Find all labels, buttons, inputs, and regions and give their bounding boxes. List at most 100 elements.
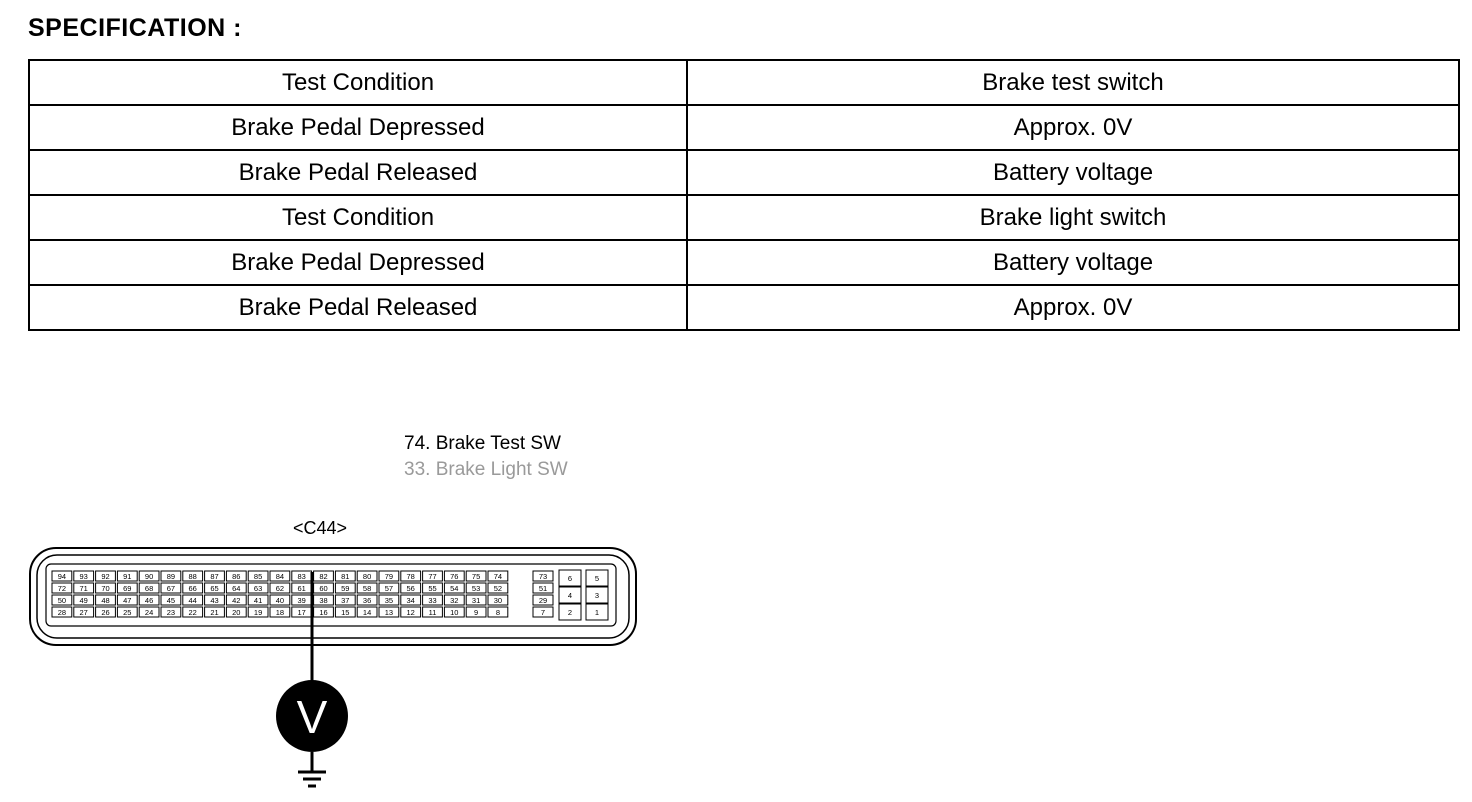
connector-pin [51,594,73,606]
pin-number: 89 [167,572,175,581]
connector-pin [585,603,609,621]
pin-number: 91 [123,572,131,581]
connector-pin [204,582,225,594]
connector-pin [400,570,422,582]
connector-pin [138,582,160,594]
connector-pin [182,582,204,594]
connector-pin [400,594,422,606]
connector-pin [443,594,465,606]
pin-number: 93 [80,572,88,581]
pin-number: 59 [341,584,349,593]
table-cell: Approx. 0V [686,284,1460,331]
connector-pin [73,582,95,594]
connector-pin [160,570,182,582]
connector-pin [465,606,487,618]
ground-icon [298,770,326,788]
pin-number: 4 [568,591,572,600]
connector-pin [313,570,334,582]
connector-pin [422,570,443,582]
pin-number: 41 [254,596,262,605]
connector-pin [356,582,378,594]
pin-number: 28 [58,608,66,617]
pin-number: 42 [232,596,240,605]
connector-pin [95,606,116,618]
connector-pin [487,594,509,606]
pin-number: 81 [341,572,349,581]
pin-number: 63 [254,584,262,593]
pin-number: 35 [385,596,393,605]
connector-pin [585,569,609,587]
connector-pin [356,606,378,618]
connector-pin [204,594,225,606]
pin-number: 79 [385,572,393,581]
connector-pin [116,570,138,582]
connector-pin [378,606,400,618]
connector-pin [51,582,73,594]
pin-number: 14 [363,608,371,617]
connector-pin [558,603,582,621]
table-cell: Brake test switch [686,59,1460,106]
pin-number: 84 [276,572,284,581]
connector-pin [116,594,138,606]
pin-number: 11 [429,608,437,617]
pin-number: 69 [123,584,131,593]
connector-label: <C44> [293,518,348,538]
specification-title: SPECIFICATION : [28,14,242,42]
pin-number: 58 [363,584,371,593]
pin-number: 6 [568,574,572,583]
connector-pin [313,606,334,618]
pin-number: 60 [319,584,327,593]
pin-number: 80 [363,572,371,581]
connector-pin [487,582,509,594]
connector-pin [356,594,378,606]
connector-pin [465,570,487,582]
connector-pin [465,594,487,606]
pin-number: 76 [450,572,458,581]
table-row: Test Condition Brake light switch [28,194,1460,241]
pin-number: 72 [58,584,66,593]
pin-number: 56 [407,584,415,593]
pin-number: 13 [385,608,393,617]
connector-pin [465,582,487,594]
pin-number: 9 [474,608,478,617]
connector-pin [269,606,291,618]
pin-number: 27 [80,608,88,617]
table-cell: Test Condition [28,194,688,241]
pin-number: 2 [568,608,572,617]
connector-pin [378,594,400,606]
connector-pin [225,594,247,606]
pin-number: 17 [298,608,306,617]
pin-number: 77 [428,572,436,581]
pin-number: 7 [541,608,545,617]
pin-number: 25 [123,608,131,617]
pin-number: 45 [167,596,175,605]
pin-number: 48 [101,596,109,605]
connector-pin [422,594,443,606]
connector-pin [225,570,247,582]
pin-number: 38 [319,596,327,605]
pin-number: 5 [595,574,599,583]
connector-pin [422,606,443,618]
pin-number: 85 [254,572,262,581]
pin-number: 92 [101,572,109,581]
connector-pin [378,570,400,582]
connector-pin [532,606,554,618]
connector-pin [95,582,116,594]
connector-pin [443,570,465,582]
pin-number: 43 [210,596,218,605]
table-cell: Battery voltage [686,149,1460,196]
table-row: Brake Pedal Depressed Battery voltage [28,239,1460,286]
connector-pin [73,570,95,582]
connector-pin [160,582,182,594]
pin-number: 70 [101,584,109,593]
pin-number: 22 [189,608,197,617]
pin-number: 12 [407,608,415,617]
pin-number: 39 [298,596,306,605]
table-row: Test Condition Brake test switch [28,59,1460,106]
connector-pin [334,570,356,582]
pin-number: 46 [145,596,153,605]
pin-number: 30 [494,596,502,605]
table-cell: Approx. 0V [686,104,1460,151]
table-cell: Test Condition [28,59,688,106]
connector-pin [422,582,443,594]
